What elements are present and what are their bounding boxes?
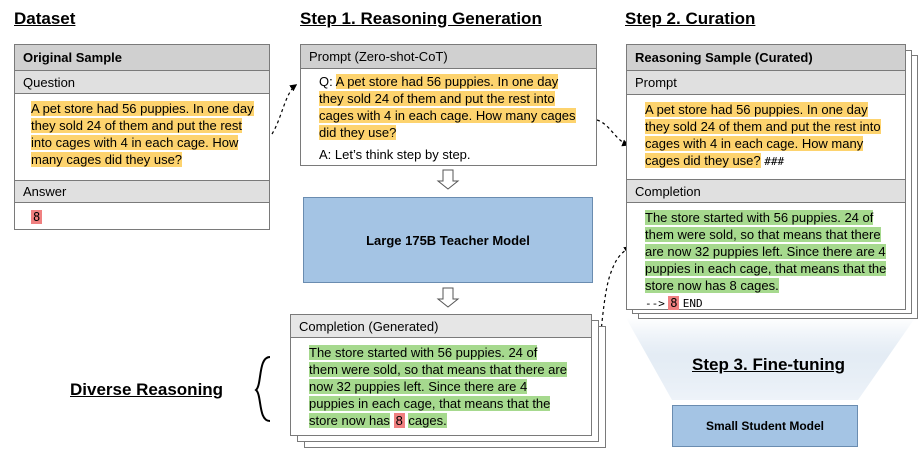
curated-answer: 8 bbox=[668, 296, 680, 310]
curated-completion-text: The store started with 56 puppies. 24 of… bbox=[645, 210, 887, 293]
prompt-a-line: A: Let’s think step by step. bbox=[319, 147, 471, 162]
student-model-box: Small Student Model bbox=[672, 405, 858, 447]
down-arrow-1 bbox=[436, 169, 460, 190]
question-body: A pet store had 56 puppies. In one day t… bbox=[15, 94, 269, 174]
generated-body: The store started with 56 puppies. 24 of… bbox=[291, 338, 591, 429]
prompt-body: Q: A pet store had 56 puppies. In one da… bbox=[301, 69, 596, 141]
prompt-title: Prompt (Zero-shot-CoT) bbox=[301, 45, 596, 69]
answer-value: 8 bbox=[31, 210, 43, 224]
question-label: Question bbox=[15, 71, 269, 94]
generated-text-after: cages. bbox=[408, 413, 447, 428]
answer-label: Answer bbox=[15, 180, 269, 203]
curated-prompt-body: A pet store had 56 puppies. In one day t… bbox=[627, 95, 905, 179]
generated-completion-card: Completion (Generated) The store started… bbox=[290, 314, 592, 436]
down-arrow-2 bbox=[436, 287, 460, 308]
curated-title: Reasoning Sample (Curated) bbox=[627, 45, 905, 71]
answer-body: 8 bbox=[15, 203, 269, 231]
prompt-q-prefix: Q: bbox=[319, 74, 336, 89]
heading-dataset: Dataset bbox=[14, 9, 76, 28]
curated-prompt-suffix: ### bbox=[764, 155, 785, 168]
heading-diverse-reasoning: Diverse Reasoning bbox=[70, 380, 224, 399]
generated-title: Completion (Generated) bbox=[291, 315, 591, 338]
heading-step3: Step 3. Fine-tuning bbox=[692, 355, 845, 374]
original-sample-card: Original Sample Question A pet store had… bbox=[14, 44, 270, 230]
prompt-question-text: A pet store had 56 puppies. In one day t… bbox=[319, 74, 576, 140]
curated-prompt-label: Prompt bbox=[627, 71, 905, 95]
teacher-model-box: Large 175B Teacher Model bbox=[303, 197, 593, 283]
student-model-label: Small Student Model bbox=[705, 419, 824, 433]
curated-completion-body: The store started with 56 puppies. 24 of… bbox=[627, 203, 905, 294]
curated-sample-card: Reasoning Sample (Curated) Prompt A pet … bbox=[626, 44, 906, 310]
question-text: A pet store had 56 puppies. In one day t… bbox=[31, 101, 254, 167]
curated-question-text: A pet store had 56 puppies. In one day t… bbox=[645, 102, 881, 168]
curated-completion-label: Completion bbox=[627, 179, 905, 203]
generated-text: The store started with 56 puppies. 24 of… bbox=[309, 345, 567, 428]
curly-brace bbox=[254, 356, 271, 422]
finetune-trapezoid bbox=[626, 318, 915, 400]
heading-step1: Step 1. Reasoning Generation bbox=[300, 9, 542, 28]
original-sample-title: Original Sample bbox=[15, 45, 269, 71]
arrow-prompt-to-curated bbox=[596, 119, 630, 147]
curated-arrow-token: --> bbox=[645, 297, 665, 310]
prompt-card: Prompt (Zero-shot-CoT) Q: A pet store ha… bbox=[300, 44, 597, 166]
curated-answer-line: --> 8 END bbox=[627, 294, 905, 310]
heading-step2: Step 2. Curation bbox=[625, 9, 756, 28]
curated-end-token: END bbox=[682, 297, 703, 310]
teacher-model-label: Large 175B Teacher Model bbox=[366, 232, 530, 248]
generated-answer: 8 bbox=[393, 413, 405, 428]
arrow-dataset-to-prompt bbox=[271, 84, 298, 135]
